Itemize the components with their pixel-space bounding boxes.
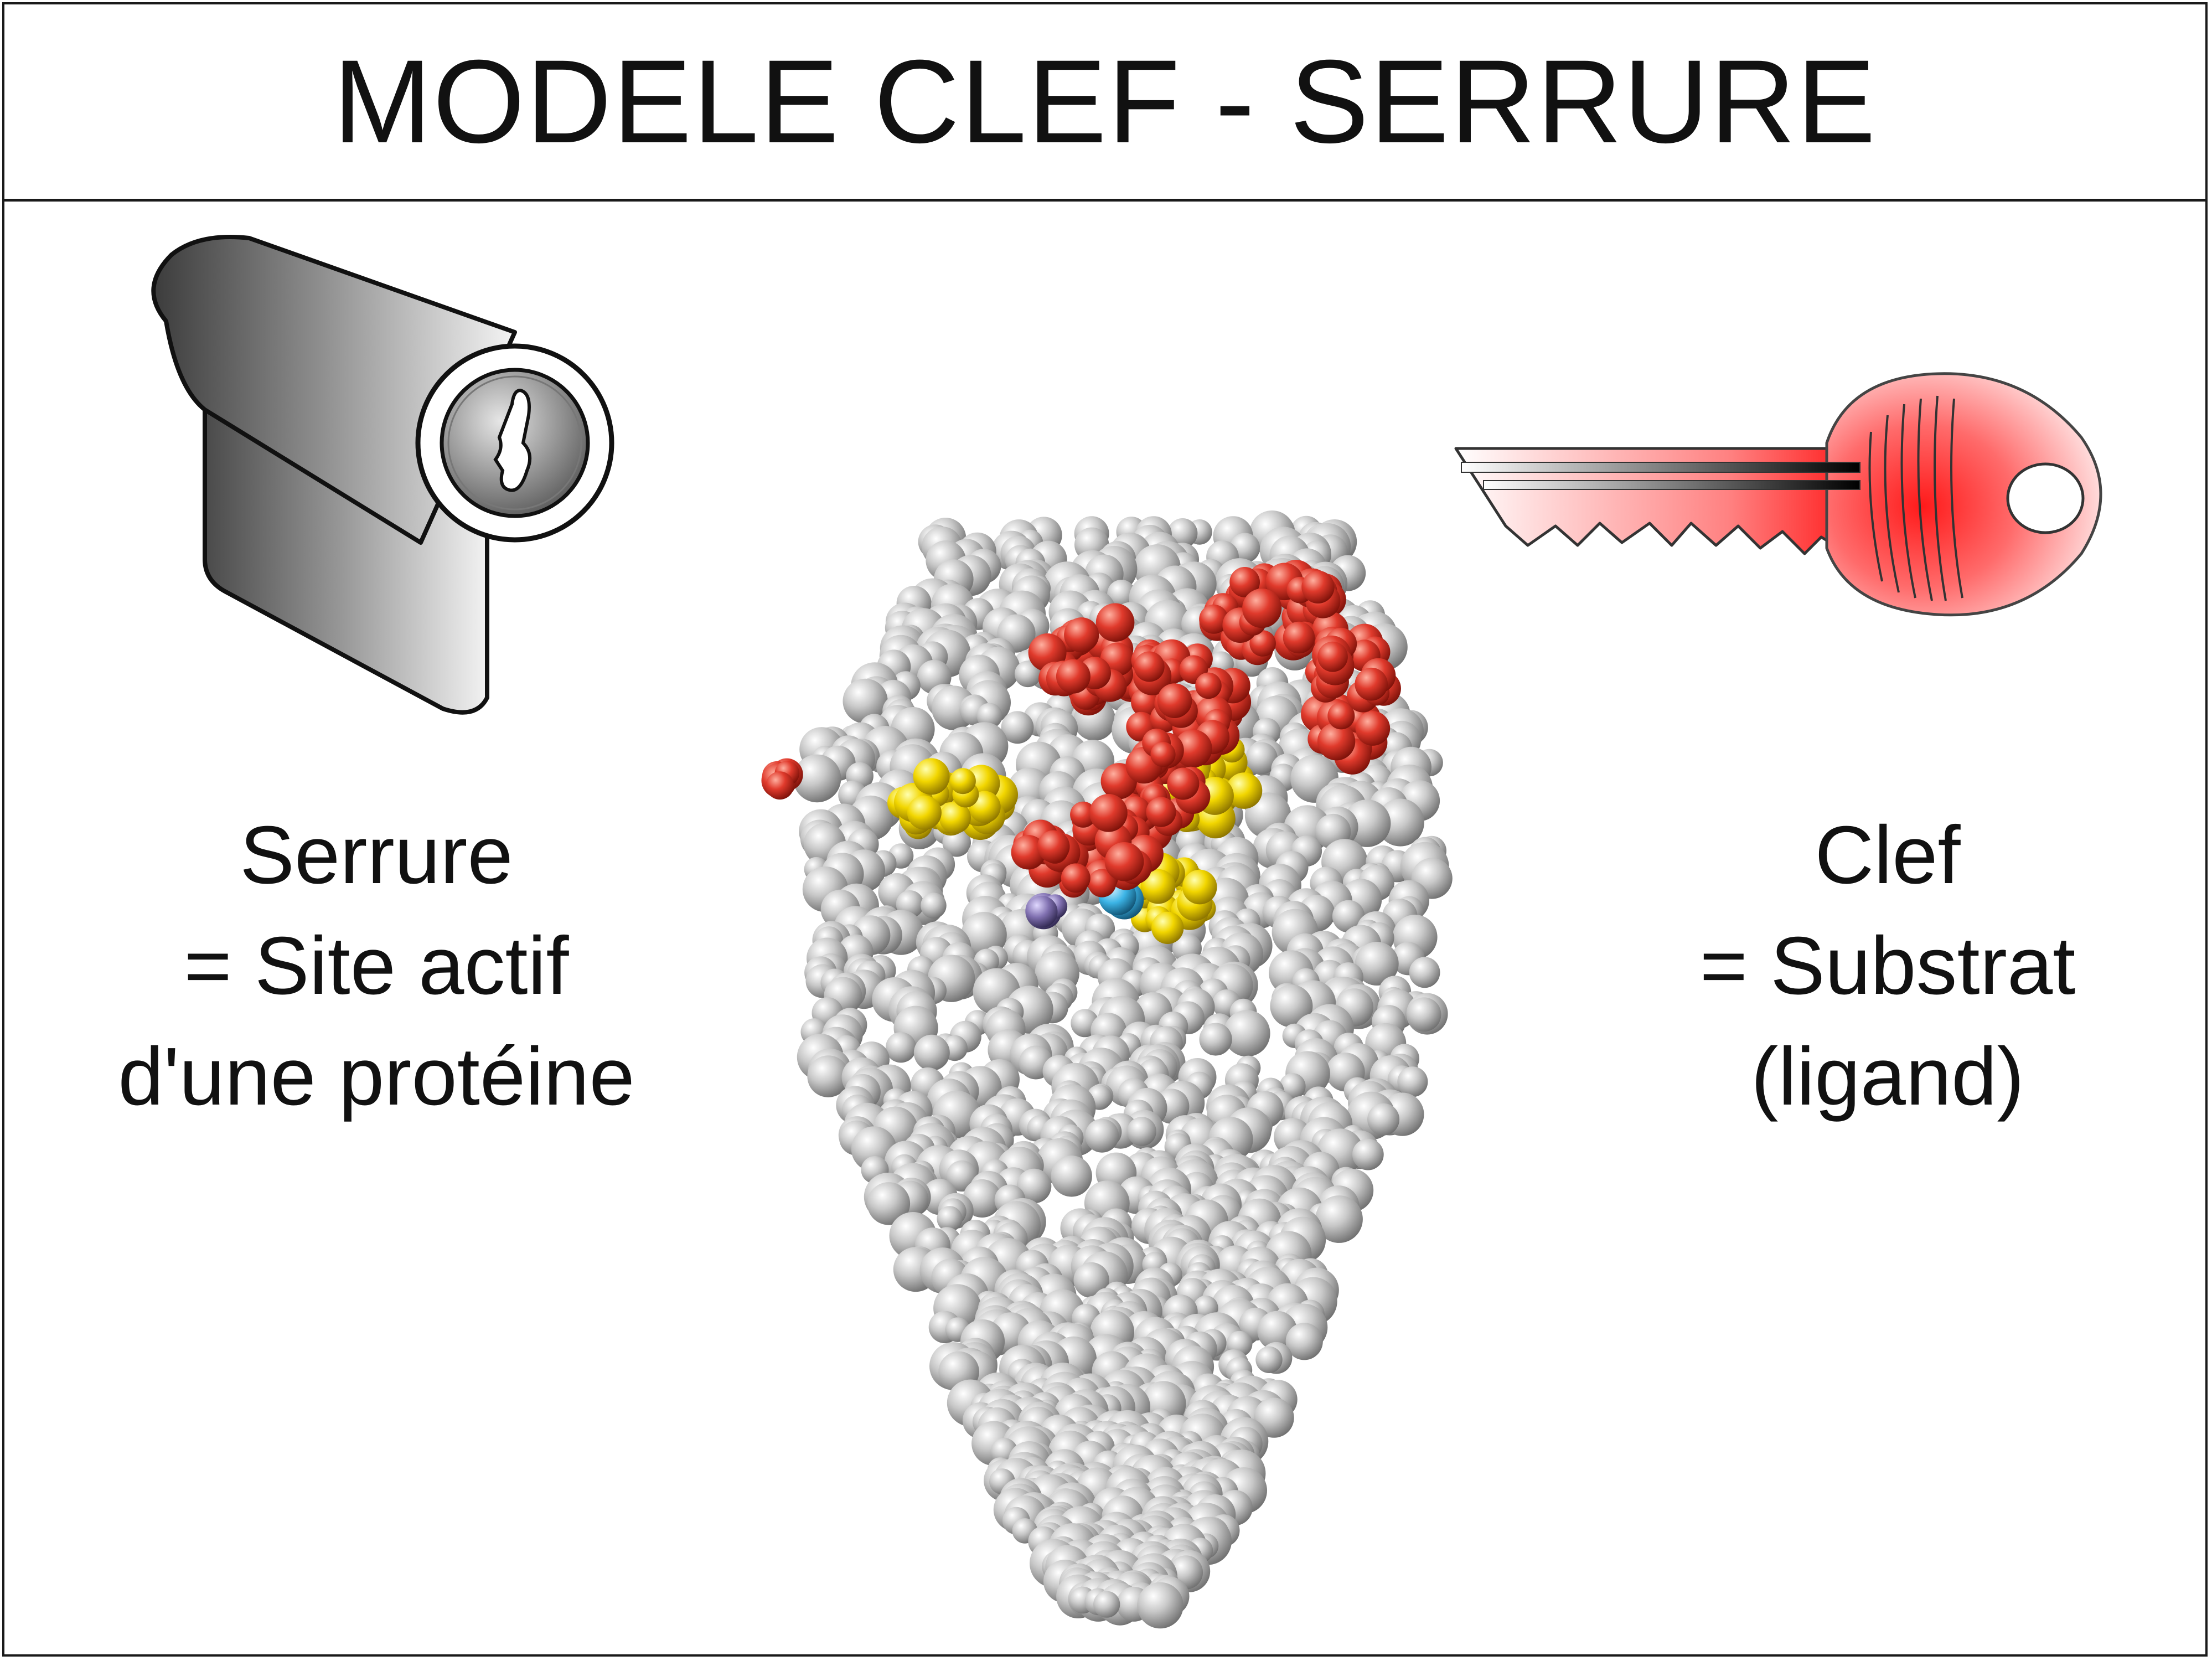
protein-atom	[1127, 1117, 1156, 1146]
active-site-atom	[939, 802, 971, 834]
page-title: MODELE CLEF - SERRURE	[333, 35, 1877, 168]
protein-atom	[1315, 1195, 1363, 1243]
ligand-atom	[1070, 801, 1097, 828]
protein-atom	[937, 1206, 963, 1232]
active-site-atom	[1025, 895, 1058, 928]
ligand-atoms	[761, 560, 1401, 898]
ligand-atom	[1327, 702, 1355, 730]
ligand-atom	[1011, 835, 1046, 870]
protein-atom	[1367, 1103, 1400, 1136]
ligand-atom	[1037, 830, 1070, 863]
ligand-atom	[1146, 797, 1176, 827]
ligand-atom	[1355, 667, 1388, 701]
protein-atom	[1107, 580, 1136, 608]
ligand-atom	[1104, 842, 1144, 881]
protein-atom	[867, 1182, 911, 1225]
active-site-atom	[907, 795, 942, 830]
ligand-atom	[1064, 617, 1099, 653]
protein-atom	[807, 1055, 849, 1097]
ligand-atom	[1283, 621, 1315, 654]
ligand-atom	[1150, 742, 1176, 767]
key-caption: Clef = Substrat (ligand)	[1539, 800, 2212, 1132]
key-caption-line-2: = Substrat	[1699, 920, 2076, 1012]
protein-atom	[1285, 1323, 1323, 1360]
title-bar: MODELE CLEF - SERRURE	[4, 4, 2205, 202]
ligand-atom	[1088, 869, 1117, 897]
active-site-atom	[1226, 772, 1263, 809]
protein-atom	[1355, 942, 1399, 986]
protein-atom	[885, 1032, 917, 1063]
key-caption-line-3: (ligand)	[1751, 1031, 2024, 1122]
active-site-atom	[1140, 869, 1176, 904]
lock-caption-line-2: = Site actif	[184, 920, 569, 1012]
protein-atom	[1016, 1168, 1052, 1204]
key-caption-line-1: Clef	[1815, 809, 1961, 901]
protein-atom	[1270, 984, 1313, 1028]
key-icon	[1454, 372, 2102, 617]
ligand-atom	[1317, 641, 1348, 672]
ligand-atom	[1317, 723, 1356, 761]
ligand-atom	[1229, 567, 1260, 597]
protein-atom	[1407, 997, 1441, 1032]
ligand-atom	[1061, 863, 1091, 893]
active-site-atom	[949, 768, 976, 795]
lock-caption-line-1: Serrure	[240, 809, 513, 901]
protein-atom	[1332, 900, 1365, 933]
ligand-atom	[1355, 711, 1391, 746]
protein-atom	[1073, 1262, 1109, 1298]
protein-atom	[1014, 661, 1041, 688]
protein-atom	[946, 1160, 978, 1192]
protein-atom	[843, 678, 888, 724]
ligand-atom	[1056, 659, 1091, 694]
lock-caption-line-3: d'une protéine	[118, 1031, 635, 1122]
lock-caption: Serrure = Site actif d'une protéine	[33, 800, 720, 1132]
ligand-atom	[1157, 683, 1192, 718]
ligand-atom	[1301, 570, 1335, 603]
protein-atom	[1409, 957, 1440, 988]
lock-cylinder-icon	[151, 235, 614, 715]
protein-atom	[1245, 742, 1278, 775]
ligand-atom	[1195, 672, 1222, 699]
protein-atom	[793, 754, 841, 803]
protein-atom	[1137, 1582, 1183, 1629]
ligand-atom	[1167, 767, 1200, 800]
ligand-atom	[1174, 729, 1212, 768]
protein-atom	[1093, 1591, 1120, 1618]
protein-atom	[1397, 1066, 1428, 1097]
ligand-atom	[1089, 794, 1128, 832]
protein-atom	[1255, 1346, 1283, 1373]
active-site-atom	[1151, 911, 1184, 944]
protein-atom	[1051, 1156, 1092, 1197]
protein-atom	[1352, 1138, 1384, 1170]
ligand-atom	[1242, 589, 1282, 628]
active-site-atom	[1182, 869, 1217, 905]
ligand-atom	[766, 771, 794, 800]
protein-atom	[1376, 798, 1424, 847]
protein-atom	[921, 893, 947, 919]
protein-atom	[1223, 1010, 1270, 1057]
protein-atom	[1199, 1023, 1232, 1056]
protein-atom	[1085, 1118, 1119, 1153]
protein-space-filling-model	[761, 510, 1453, 1629]
ligand-atom	[1134, 651, 1165, 682]
active-site-atom	[913, 758, 950, 795]
ligand-atom	[1199, 605, 1228, 634]
ligand-atom	[1249, 630, 1276, 657]
protein-atom	[1001, 711, 1034, 744]
protein-atom	[913, 1034, 950, 1071]
ligand-atom	[1095, 603, 1135, 642]
